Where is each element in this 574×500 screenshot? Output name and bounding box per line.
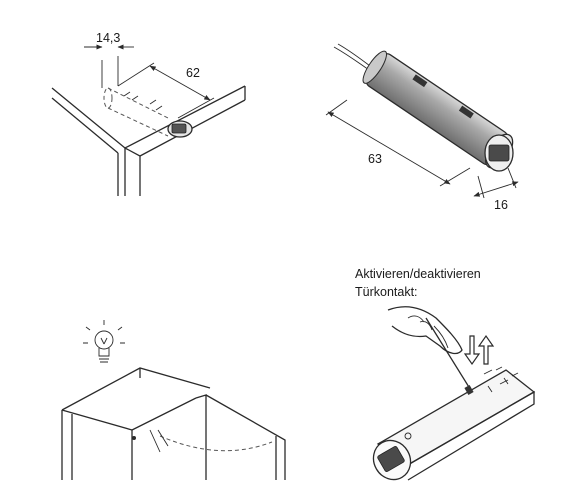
dimension-label-63: 63: [368, 152, 382, 166]
hand-with-pen: [387, 306, 473, 393]
sensor-rear-hint: [123, 91, 163, 111]
dimension-16: 16: [473, 167, 519, 212]
sensor-body-lying: [372, 366, 536, 481]
dimension-label-62: 62: [186, 66, 200, 80]
figure-installation-dimensions: 14,3 62: [51, 31, 246, 196]
sensor-face: [167, 120, 193, 138]
light-bulb-icon: [83, 320, 125, 363]
dimension-62: 62: [117, 62, 215, 119]
caption-line-2: Türkontakt:: [355, 285, 418, 299]
figure-cabinet-door-light: [61, 320, 286, 480]
dimension-label-14-3: 14,3: [96, 31, 120, 45]
caption-line-1: Aktivieren/deaktivieren: [355, 267, 481, 281]
up-down-arrows-icon: [463, 334, 495, 366]
figure-sensor-dimensions: 63 16: [325, 43, 519, 212]
sensor-end-face: [484, 134, 514, 172]
dimension-63: 63: [325, 99, 471, 187]
dimension-14-3: 14,3: [84, 31, 134, 88]
dimension-label-16: 16: [494, 198, 508, 212]
figure-activate-switch: Aktivieren/deaktivieren Türkontakt:: [355, 267, 536, 481]
